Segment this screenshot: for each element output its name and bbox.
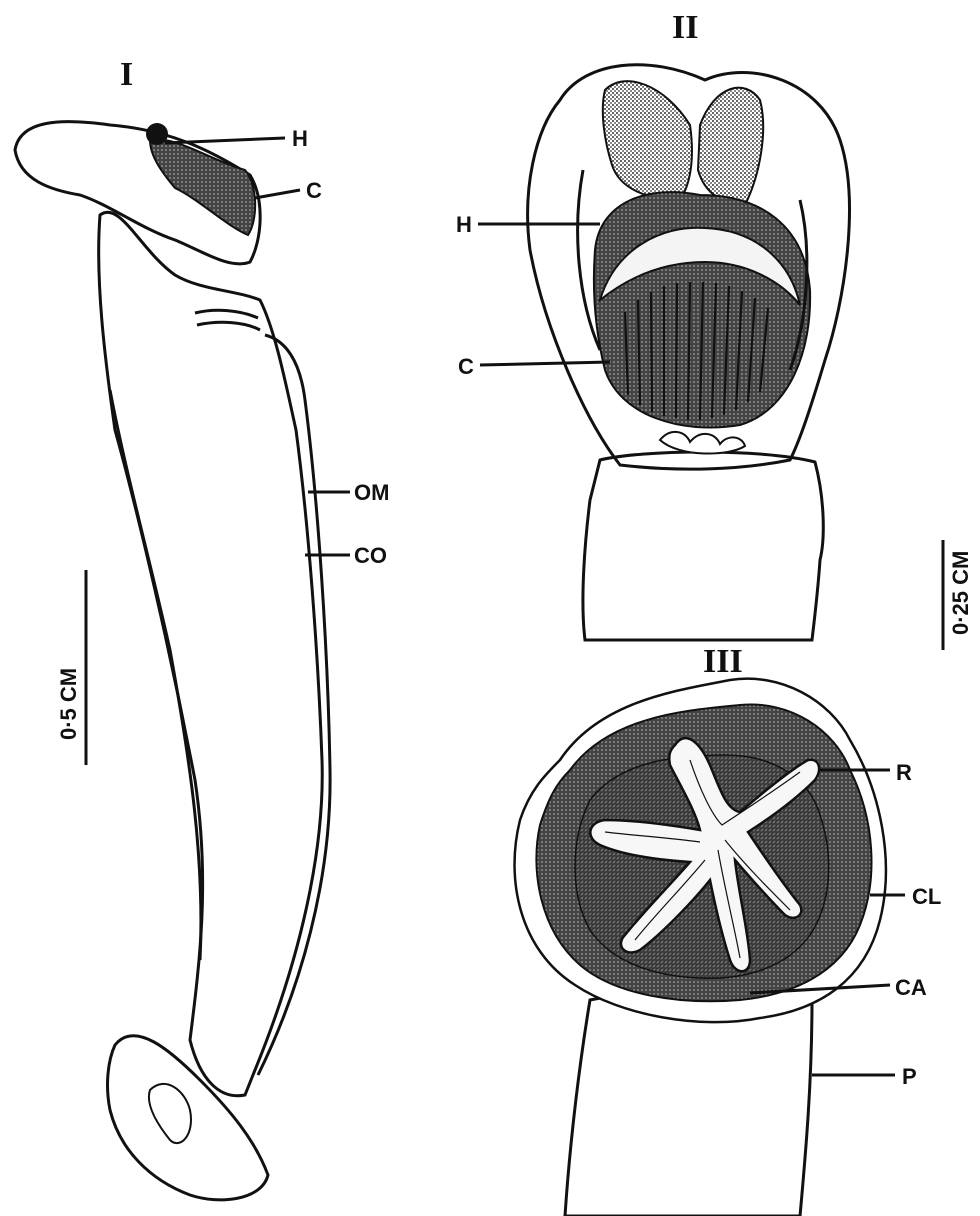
fig2-label-c: C — [458, 354, 474, 379]
figure-3: III R CL CA P — [515, 643, 942, 1216]
fig3-peduncle — [565, 993, 812, 1216]
fig2-label-h: H — [456, 212, 472, 237]
fig2-lobe-right — [698, 88, 763, 205]
fig1-cortex — [110, 390, 201, 960]
fig1-collar — [195, 310, 260, 330]
fig3-label-ca: CA — [895, 975, 927, 1000]
fig2-basal-bumps — [660, 432, 745, 454]
fig3-label-p: P — [902, 1064, 917, 1089]
fig1-scale-label: 0·5 CM — [56, 668, 81, 740]
fig1-basal-disc-inner — [149, 1084, 191, 1143]
fig1-tentacles — [150, 139, 255, 235]
fig3-label-cl: CL — [912, 884, 941, 909]
figure-1: I H C OM CO 0·5 CM — [15, 56, 389, 1200]
fig1-leader-c — [255, 190, 300, 198]
figure-2-numeral: II — [672, 9, 698, 46]
fig1-label-co: CO — [354, 543, 387, 568]
figure-2: II H — [456, 9, 973, 650]
fig1-hypostome — [146, 123, 168, 145]
fig2-stalk — [583, 452, 823, 640]
fig1-label-h: H — [292, 126, 308, 151]
figure-1-numeral: I — [120, 56, 133, 93]
fig1-label-om: OM — [354, 480, 389, 505]
figure-3-numeral: III — [703, 643, 743, 680]
fig2-scale-label: 0·25 CM — [948, 551, 973, 635]
fig2-leader-c — [480, 362, 610, 365]
fig1-label-c: C — [306, 178, 322, 203]
fig2-lobe-left — [603, 81, 692, 200]
fig1-column — [99, 212, 323, 1096]
fig3-label-r: R — [896, 760, 912, 785]
